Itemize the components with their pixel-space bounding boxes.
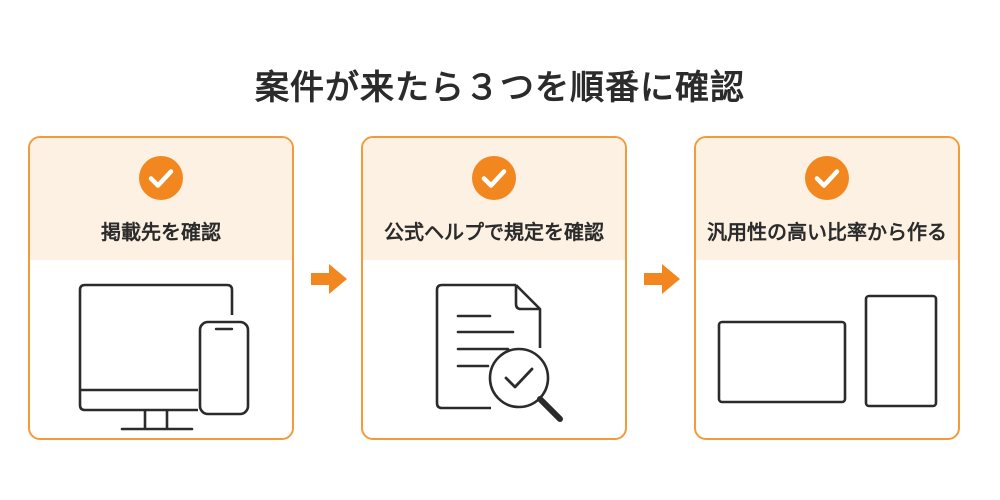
step-illustration bbox=[363, 260, 625, 438]
checkmark-icon bbox=[139, 156, 183, 200]
landscape-portrait-frames-icon bbox=[717, 294, 938, 408]
arrow-right-icon bbox=[309, 262, 349, 296]
monitor-and-phone-icon bbox=[78, 283, 250, 431]
step-card-3: 汎用性の高い比率から作る bbox=[694, 136, 960, 440]
step-label: 公式ヘルプで規定を確認 bbox=[384, 220, 604, 244]
step-label: 掲載先を確認 bbox=[101, 220, 221, 244]
checkmark-icon bbox=[805, 156, 849, 200]
step-illustration bbox=[696, 260, 958, 438]
checkmark-icon bbox=[472, 156, 516, 200]
step-card-1: 掲載先を確認 bbox=[28, 136, 294, 440]
step-card-2: 公式ヘルプで規定を確認 bbox=[361, 136, 627, 440]
document-magnifier-icon bbox=[435, 283, 563, 422]
arrow-right-icon bbox=[642, 262, 682, 296]
step-illustration bbox=[30, 260, 292, 438]
page-title: 案件が来たら３つを順番に確認 bbox=[255, 68, 745, 108]
step-card-header: 汎用性の高い比率から作る bbox=[696, 138, 958, 260]
step-label: 汎用性の高い比率から作る bbox=[707, 220, 947, 244]
step-card-header: 掲載先を確認 bbox=[30, 138, 292, 260]
step-card-header: 公式ヘルプで規定を確認 bbox=[363, 138, 625, 260]
